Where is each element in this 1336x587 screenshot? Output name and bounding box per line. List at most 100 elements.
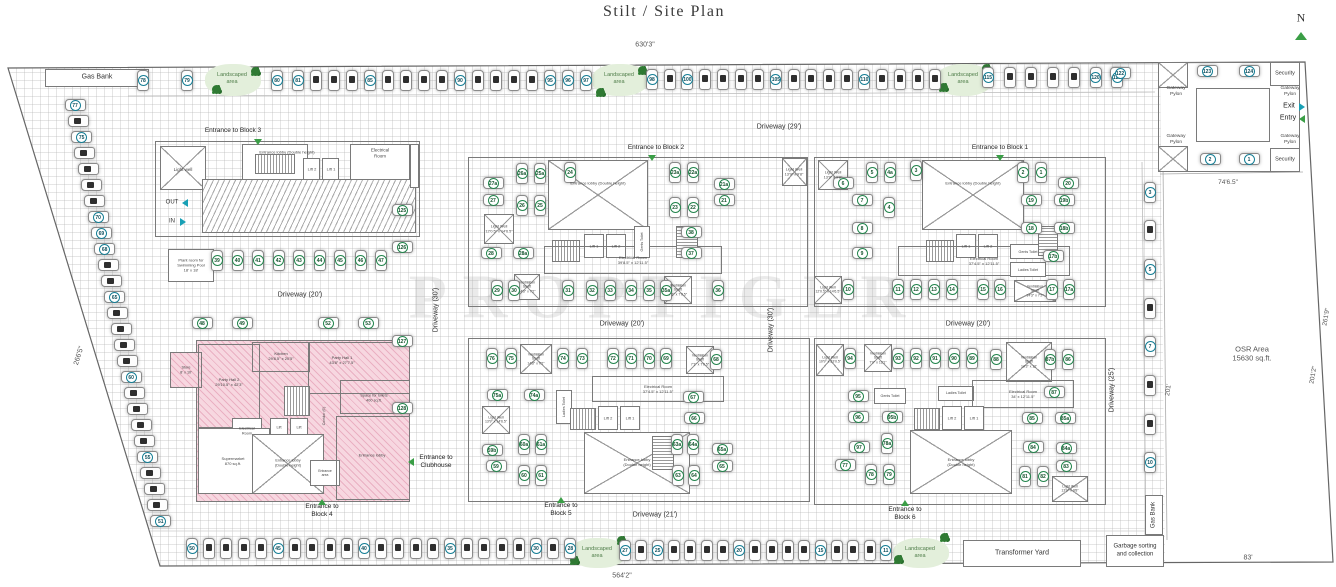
parking-spot-number: 25: [534, 199, 546, 211]
parking-spot-number: 72: [607, 352, 619, 364]
parking-spot-number: 32: [586, 284, 598, 296]
parking-spot-number: 87: [1048, 386, 1060, 398]
parking-spot-number: 18b: [1058, 222, 1070, 234]
parking-spot-number: 61a: [535, 438, 547, 450]
parking-spot-number: 21: [718, 194, 730, 206]
parking-spot: [346, 69, 358, 91]
direction-arrow-icon: [556, 496, 565, 503]
parking-spot: [1003, 66, 1016, 88]
parking-spot: [77, 163, 99, 175]
parking-spot-number: 15: [977, 283, 989, 295]
parking-spot: [67, 115, 89, 127]
map-label: 201'2": [1308, 365, 1319, 385]
block3-ramp: [202, 179, 416, 233]
parking-spot-number: 26: [516, 199, 528, 211]
parking-spot: [765, 539, 778, 561]
parking-spot: [254, 537, 267, 559]
parking-spot-number: 47: [375, 254, 387, 266]
tree-icon: [894, 555, 903, 564]
parking-spot-number: 43: [293, 254, 305, 266]
block3-stairs: [255, 154, 295, 174]
tree-icon: [638, 66, 647, 75]
direction-arrow-icon: [1295, 31, 1307, 40]
garbage-box: [1106, 535, 1164, 567]
transformer-yard-box: [963, 540, 1081, 567]
parking-spot-number: 89: [966, 352, 978, 364]
parking-spot-number: 36: [712, 284, 724, 296]
parking-spot-number: 48: [196, 317, 208, 329]
parking-spot-number: 60a: [518, 438, 530, 450]
clubhouse-party-hall1: [308, 342, 410, 394]
parking-spot: [752, 68, 765, 90]
parking-spot-number: 59b: [486, 444, 498, 456]
parking-spot-number: 60: [125, 371, 137, 383]
parking-spot: [147, 499, 168, 511]
parking-spot: [375, 537, 388, 559]
parking-spot-number: 8: [856, 222, 868, 234]
clubhouse-toilets: [340, 380, 410, 414]
parking-spot: [547, 537, 560, 559]
parking-spot-number: 63: [672, 469, 684, 481]
block6-outline: [814, 338, 1106, 505]
parking-spot-number: 64a: [687, 438, 699, 450]
tree-icon: [939, 83, 948, 92]
parking-spot-number: 7: [856, 194, 868, 206]
parking-spot-number: 84: [1027, 441, 1039, 453]
parking-spot: [716, 539, 729, 561]
parking-spot-number: 1: [1035, 166, 1047, 178]
gas-bank-bottom-box: [1145, 495, 1163, 535]
parking-spot-number: 69: [95, 227, 107, 239]
tree-icon: [212, 85, 221, 94]
parking-spot-number: 59: [490, 460, 502, 472]
parking-spot-number: 46: [355, 254, 366, 266]
parking-spot: [1046, 66, 1059, 88]
parking-spot-number: 68: [710, 353, 722, 365]
parking-spot-number: 5: [866, 166, 878, 178]
parking-spot-number: 41: [252, 254, 264, 266]
parking-spot-number: 17a: [1063, 283, 1075, 295]
parking-spot: [478, 537, 491, 559]
security-box-bottom: [1270, 148, 1300, 172]
parking-spot: [823, 68, 835, 90]
block5-stairs: [570, 408, 596, 430]
parking-spot-number: 34: [625, 284, 637, 296]
block3-side-room: [410, 144, 419, 188]
parking-spot-number: 85: [1026, 412, 1038, 424]
parking-spot-number: 97: [853, 441, 865, 453]
parking-spot-number: 37: [685, 247, 697, 259]
parking-spot: [409, 537, 422, 559]
direction-arrow-icon: [647, 154, 656, 161]
parking-spot-number: 31: [562, 284, 574, 296]
parking-spot-number: 125: [396, 204, 408, 216]
map-label: 630'3": [635, 41, 655, 49]
parking-spot: [798, 539, 811, 561]
block6-stairs: [914, 408, 940, 430]
parking-spot: [840, 68, 853, 90]
tree-icon: [570, 556, 579, 565]
parking-spot-number: 38: [685, 226, 697, 238]
parking-spot-number: 23a: [669, 166, 681, 178]
parking-spot: [847, 539, 860, 561]
block3-lift2: [303, 158, 320, 180]
parking-spot-number: 10: [1144, 457, 1156, 469]
block6-vent-shaft-1: [864, 344, 892, 372]
block1-electrical-room: [898, 246, 1070, 276]
parking-spot-number: 40: [232, 254, 243, 266]
parking-spot: [863, 539, 876, 561]
parking-spot-number: 95: [852, 390, 864, 402]
clubhouse-party-hall2: [198, 344, 260, 428]
direction-arrow-icon: [253, 138, 262, 145]
parking-spot: [84, 195, 106, 207]
parking-spot-number: 87b: [1044, 353, 1056, 365]
parking-spot: [461, 537, 474, 559]
parking-spot-number: 40: [358, 542, 370, 554]
map-label: 261'9": [1321, 307, 1332, 327]
direction-arrow-icon: [317, 498, 326, 505]
parking-spot: [830, 539, 843, 561]
parking-spot: [100, 275, 122, 287]
parking-spot: [508, 69, 520, 91]
parking-spot-number: 25a: [534, 167, 546, 179]
parking-spot: [911, 68, 924, 90]
parking-spot: [203, 537, 216, 559]
parking-spot-number: 11: [892, 283, 904, 295]
